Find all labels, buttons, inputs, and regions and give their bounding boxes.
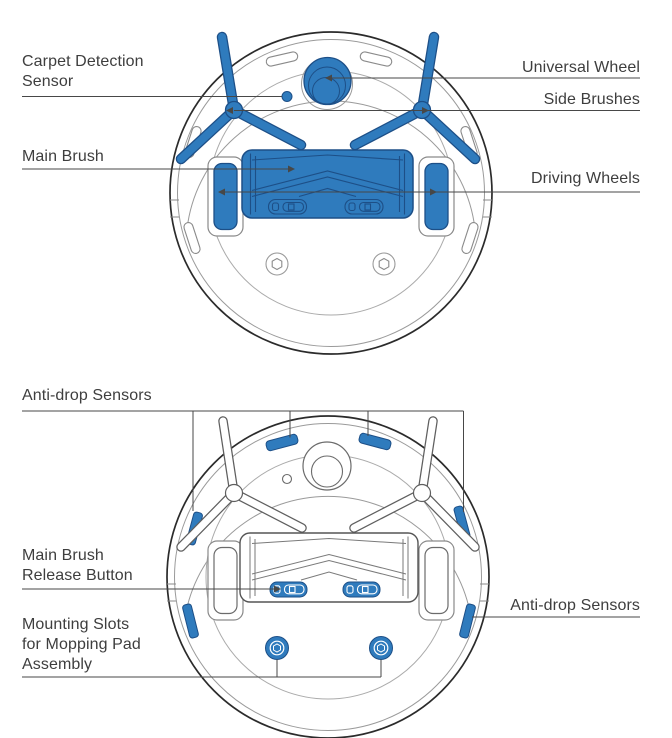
driving-wheel-left bbox=[207, 156, 244, 237]
main-brush-release-button-label: Main Brush Release Button bbox=[22, 547, 133, 584]
bumper-notches bbox=[170, 199, 492, 218]
anti-drop-sensors-right-label: Anti-drop Sensors bbox=[510, 597, 640, 614]
main-brush bbox=[241, 149, 414, 219]
mounting-slots-label: Mounting Slots for Mopping Pad Assembly bbox=[22, 616, 141, 673]
anti-drop-sensor-bottom-right bbox=[459, 603, 476, 639]
leader-arrow-main-brush bbox=[288, 165, 295, 173]
main-brush-latch-right bbox=[344, 198, 384, 215]
mounting-holes bbox=[265, 252, 396, 276]
main-brush bbox=[239, 532, 419, 603]
robot-underside-mop-view bbox=[166, 415, 490, 738]
mopping-pad-mounting-slots bbox=[265, 636, 393, 660]
anti-drop-sensor-top-right bbox=[358, 432, 392, 451]
leader-arrow-universal-wheel bbox=[325, 74, 332, 82]
side-brush-right bbox=[349, 31, 481, 165]
side-brush-left bbox=[175, 31, 307, 165]
anti-drop-sensors-top-label: Anti-drop Sensors bbox=[22, 387, 152, 404]
side-brush-right bbox=[349, 416, 480, 552]
driving-wheel-right bbox=[418, 156, 455, 237]
driving-wheel-right bbox=[418, 540, 455, 621]
anti-drop-sensor-bottom-left bbox=[182, 603, 199, 639]
side-brushes-label: Side Brushes bbox=[543, 91, 640, 108]
anti-drop-sensor-top-left bbox=[265, 433, 299, 452]
carpet-detection-sensor-label: Carpet Detection Sensor bbox=[22, 53, 144, 90]
leader-anti-drop-top bbox=[22, 410, 464, 512]
main-brush-release-button-right bbox=[342, 581, 381, 598]
universal-wheel bbox=[301, 56, 353, 110]
carpet-detection-sensor bbox=[281, 473, 293, 485]
universal-wheel-label: Universal Wheel bbox=[522, 59, 640, 76]
leader-arrow-release-button bbox=[274, 585, 281, 593]
carpet-detection-sensor bbox=[281, 91, 293, 102]
driving-wheel-left bbox=[207, 540, 244, 621]
bumper-notches bbox=[167, 583, 489, 602]
leader-lines bbox=[22, 74, 640, 678]
anti-drop-sensors bbox=[182, 432, 476, 639]
main-brush-latch-left bbox=[267, 198, 308, 215]
driving-wheels-label: Driving Wheels bbox=[531, 170, 640, 187]
universal-wheel bbox=[302, 441, 352, 491]
robot-underside-top-view bbox=[169, 31, 493, 355]
robot-bumper-ring bbox=[174, 423, 482, 731]
main-brush-label: Main Brush bbox=[22, 148, 104, 165]
robot-bumper-ring bbox=[177, 39, 485, 347]
leader-mounting-slots bbox=[22, 659, 382, 678]
side-brush-left bbox=[176, 416, 307, 552]
